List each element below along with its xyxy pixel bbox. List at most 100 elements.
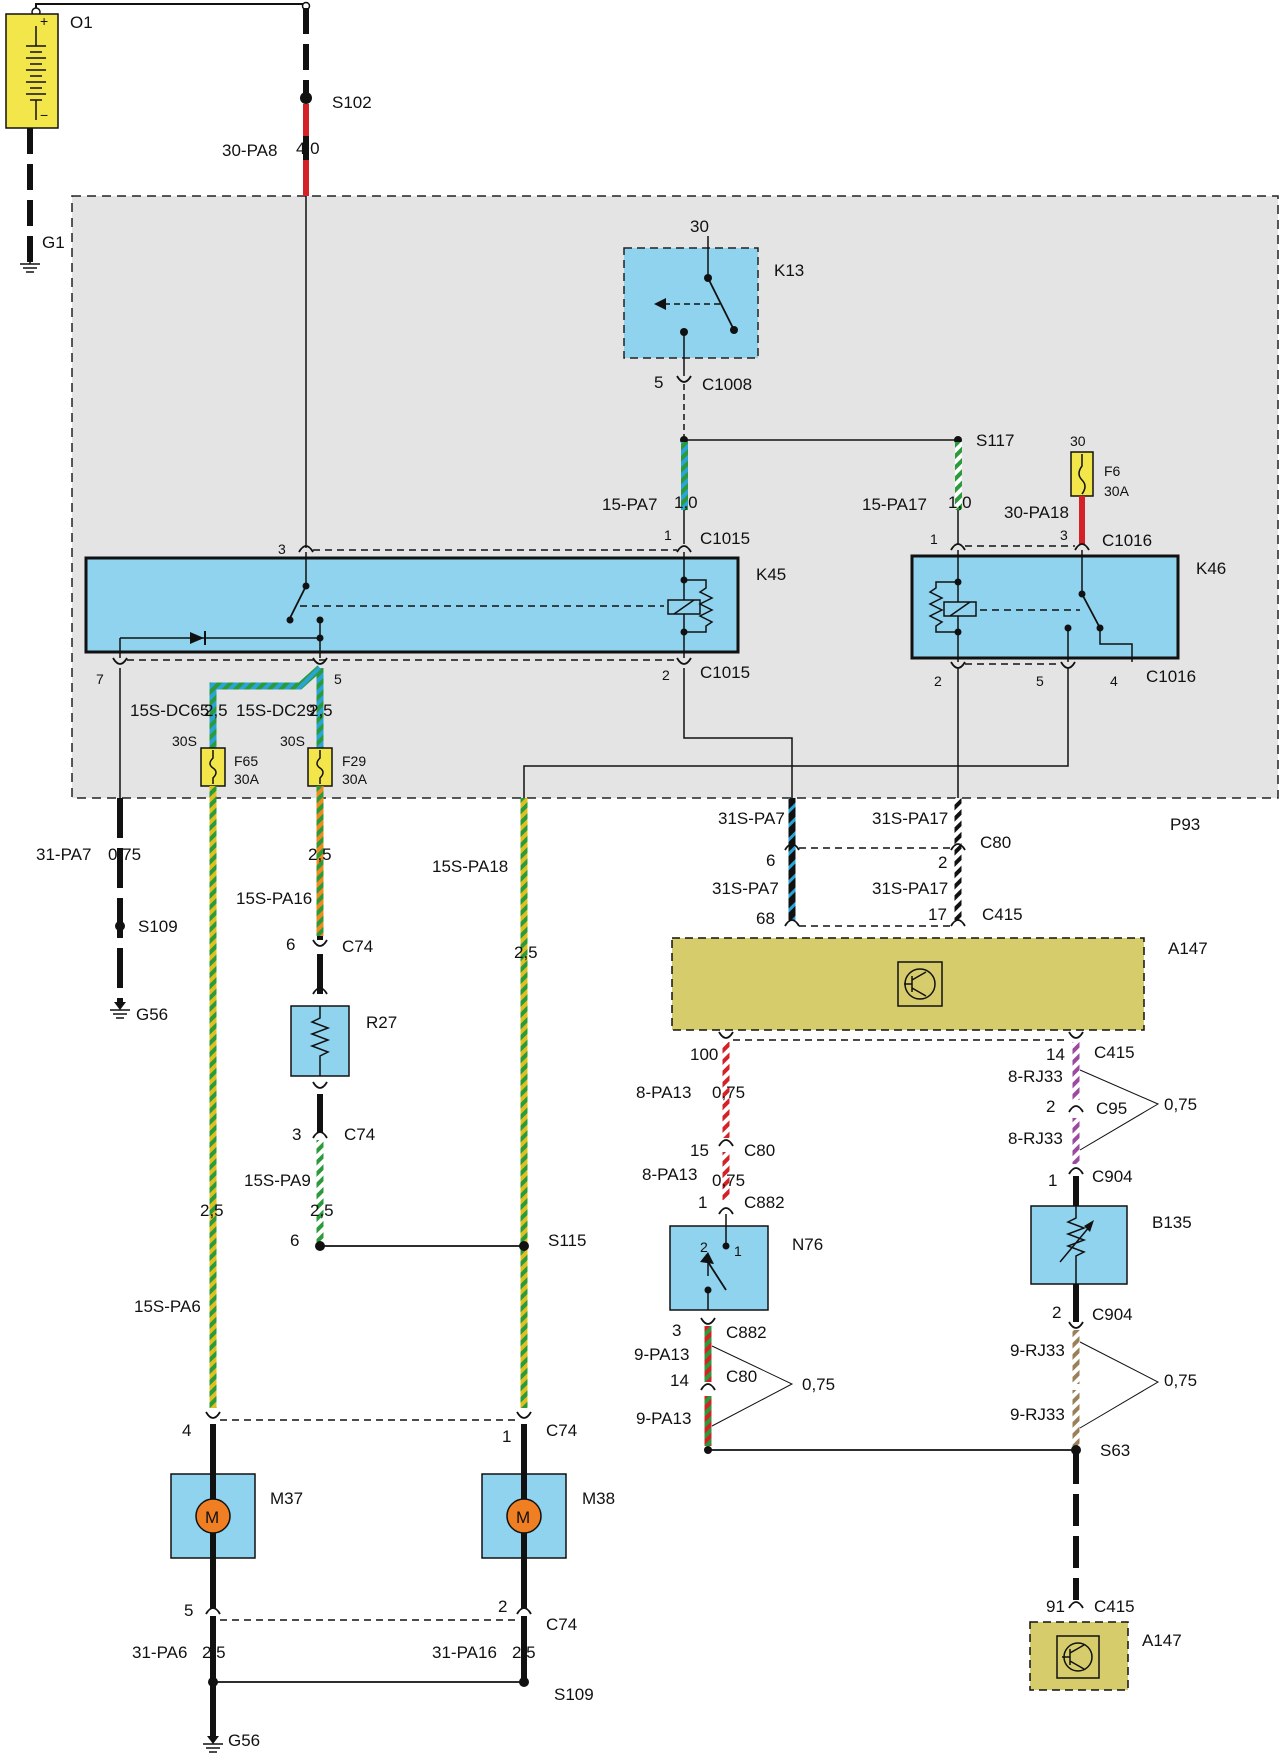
- c74-pin5-connector: [205, 1607, 221, 1615]
- k46-pin-1: 1: [930, 531, 938, 547]
- wire-15pa7: [681, 442, 688, 510]
- c882-pin3-connector: [700, 1317, 716, 1325]
- battery-plus: +: [40, 13, 48, 29]
- motor-m38-icon: [506, 1498, 542, 1534]
- c74-pin2-connector: [516, 1607, 532, 1615]
- splice-s109-bottom-label: S109: [554, 1685, 594, 1704]
- wire-9pa13-b-circuit: 9-PA13: [636, 1409, 691, 1428]
- k13-contact-right: [730, 326, 738, 334]
- splice-s109-left-label: S109: [138, 917, 178, 936]
- c1016-bottom-label: C1016: [1146, 667, 1196, 686]
- c74-pin-6: 6: [286, 935, 295, 954]
- wire-8pa13-a-circuit: 8-PA13: [636, 1083, 691, 1102]
- k45-switch-contact-b: [286, 616, 294, 624]
- k46-coil-slash: [949, 601, 971, 617]
- fuse-f65-label: F65: [234, 753, 258, 769]
- c74-pin-4: 4: [182, 1421, 191, 1440]
- splice-s115-label: S115: [548, 1231, 586, 1250]
- c74-pin-2: 2: [498, 1597, 507, 1616]
- c415-pin-17: 17: [928, 905, 947, 924]
- c80-c-label: C80: [726, 1367, 757, 1386]
- c80-pin6-connector: [784, 843, 800, 851]
- motor-m37-icon: [195, 1498, 231, 1534]
- k13-pin-5: 5: [654, 373, 663, 392]
- wire-31spa17-a-circuit: 31S-PA17: [872, 809, 948, 828]
- resistor-r27-icon: [309, 1006, 331, 1076]
- ground-g56-bottom-icon: [203, 1743, 223, 1753]
- ground-g56-left-icon: [110, 1009, 130, 1019]
- c415-pin68-connector: [784, 919, 800, 927]
- wire-31pa16-size: 2,5: [512, 1643, 536, 1662]
- wire-15sdc65-circuit: 15S-DC65: [130, 701, 209, 720]
- wire-31pa7-circuit: 31-PA7: [36, 845, 91, 864]
- wire-15spa6-size: 2,5: [200, 1201, 224, 1220]
- k46-switch-arm: [1081, 593, 1101, 629]
- wire-9rj33-b-circuit: 9-RJ33: [1010, 1405, 1065, 1424]
- n76-switch-arrow: [700, 1252, 714, 1264]
- k46-internal-4: [1099, 628, 1133, 662]
- wire-15pa17-size: 1,0: [948, 493, 972, 512]
- splice-s102-label: S102: [332, 93, 372, 112]
- motor-m37-symbol: M: [205, 1508, 219, 1527]
- c74-b-label: C74: [344, 1125, 375, 1144]
- c882-pin-3: 3: [672, 1321, 681, 1340]
- ecu-a147-lower-icon-frame: [1056, 1635, 1100, 1679]
- wire-15pa7-size: 1,0: [674, 493, 698, 512]
- wire-8rj33-a-circuit: 8-RJ33: [1008, 1067, 1063, 1086]
- relay-k46-label: K46: [1196, 559, 1226, 578]
- splice-s115: [519, 1241, 529, 1251]
- c1008-connector-icon: [676, 375, 692, 383]
- relay-k13-label: K13: [774, 261, 804, 280]
- wire-9rj33-a-circuit: 9-RJ33: [1010, 1341, 1065, 1360]
- c95-pin-2: 2: [1046, 1097, 1055, 1116]
- wire-31pa6-circuit: 31-PA6: [132, 1643, 187, 1662]
- c80-pin14-connector: [700, 1383, 716, 1391]
- c882-pin1-connector: [718, 1207, 734, 1215]
- k46-pin-4: 4: [1110, 673, 1118, 689]
- c80-pin15-connector: [718, 1139, 734, 1147]
- c882-a-label: C882: [744, 1193, 785, 1212]
- ecu-a147-icon-frame: [897, 961, 943, 1007]
- ecu-a147-pin100-connector: [718, 1031, 734, 1039]
- c80-b-label: C80: [744, 1141, 775, 1160]
- sensor-b135: [1030, 1205, 1128, 1285]
- wire-15spa16-circuit: 15S-PA16: [236, 889, 312, 908]
- battery-minus: −: [40, 107, 48, 123]
- ecu-a147-lower: [1029, 1621, 1129, 1691]
- wire-15pa17-circuit: 15-PA17: [862, 495, 927, 514]
- splice-s102: [300, 92, 312, 104]
- wire-15pa7-circuit: 15-PA7: [602, 495, 657, 514]
- c415-pin91-connector: [1068, 1601, 1084, 1609]
- battery-label: O1: [70, 13, 93, 32]
- n76-contact-1: [722, 1242, 730, 1250]
- c904-pin-2: 2: [1052, 1303, 1061, 1322]
- c1015-top-label: C1015: [700, 529, 750, 548]
- wire-31spa7-a-circuit: 31S-PA7: [718, 809, 785, 828]
- k45-pin-2: 2: [662, 667, 670, 683]
- k46-pin1-connector: [950, 543, 966, 551]
- wire-31spa7-b-circuit: 31S-PA7: [712, 879, 779, 898]
- c1015-bottom-label: C1015: [700, 663, 750, 682]
- wire-31pa6-size: 2,5: [202, 1643, 226, 1662]
- battery-icon: [26, 26, 46, 120]
- wire-9rj33-size: 0,75: [1164, 1371, 1197, 1390]
- c904-pin2-connector: [1068, 1321, 1084, 1329]
- k45-pin2-connector: [676, 657, 692, 665]
- splice-s117-label: S117: [976, 431, 1014, 450]
- fuse-f6-label: F6: [1104, 463, 1121, 479]
- k45-resistor-icon: [684, 579, 714, 633]
- wire-30pa8-size: 4,0: [296, 139, 320, 158]
- c882-pin-1: 1: [698, 1193, 707, 1212]
- fuse-f29-supply: 30S: [280, 733, 305, 749]
- sensor-b135-label: B135: [1152, 1213, 1192, 1232]
- wire-9rj33-bracket: [1079, 1341, 1160, 1429]
- wire-15spa9-size: 2,5: [310, 1201, 334, 1220]
- fuse-f65-icon: [209, 750, 217, 784]
- c74-d-label: C74: [546, 1615, 577, 1634]
- n76-switch-lever: [707, 1261, 727, 1291]
- wire-15pa17: [955, 442, 962, 510]
- k45-pin-7: 7: [96, 671, 104, 687]
- k46-pin-2: 2: [934, 673, 942, 689]
- wire-30pa8-circuit: 30-PA8: [222, 141, 277, 160]
